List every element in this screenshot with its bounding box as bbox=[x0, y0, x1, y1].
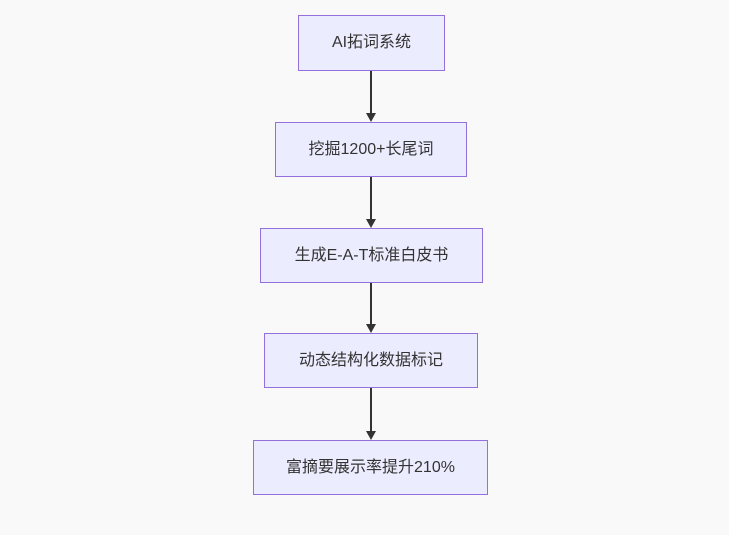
flow-edge-a-to-b bbox=[365, 71, 377, 122]
flow-node-generate-eat-whitepaper: 生成E-A-T标准白皮书 bbox=[260, 228, 483, 283]
flow-edge-b-to-c bbox=[365, 177, 377, 228]
arrow-line bbox=[370, 71, 372, 115]
flow-node-rich-snippet-rate-increase: 富摘要展示率提升210% bbox=[253, 440, 488, 495]
arrow-head-down-icon bbox=[366, 113, 376, 122]
node-label: 挖掘1200+长尾词 bbox=[308, 140, 434, 158]
arrow-line bbox=[370, 177, 372, 221]
arrow-head-down-icon bbox=[366, 324, 376, 333]
node-label: 动态结构化数据标记 bbox=[298, 351, 443, 369]
flow-node-mine-longtail-keywords: 挖掘1200+长尾词 bbox=[275, 122, 467, 177]
flow-node-dynamic-structured-data-markup: 动态结构化数据标记 bbox=[264, 333, 478, 388]
node-label: 生成E-A-T标准白皮书 bbox=[294, 246, 449, 264]
node-label: 富摘要展示率提升210% bbox=[286, 458, 455, 476]
flow-edge-c-to-d bbox=[365, 283, 377, 333]
flow-edge-d-to-e bbox=[365, 388, 377, 440]
arrow-head-down-icon bbox=[366, 219, 376, 228]
flow-node-ai-word-expansion-system: AI拓词系统 bbox=[298, 15, 445, 71]
arrow-head-down-icon bbox=[366, 431, 376, 440]
arrow-line bbox=[370, 283, 372, 326]
node-label: AI拓词系统 bbox=[331, 34, 412, 52]
arrow-line bbox=[370, 388, 372, 433]
